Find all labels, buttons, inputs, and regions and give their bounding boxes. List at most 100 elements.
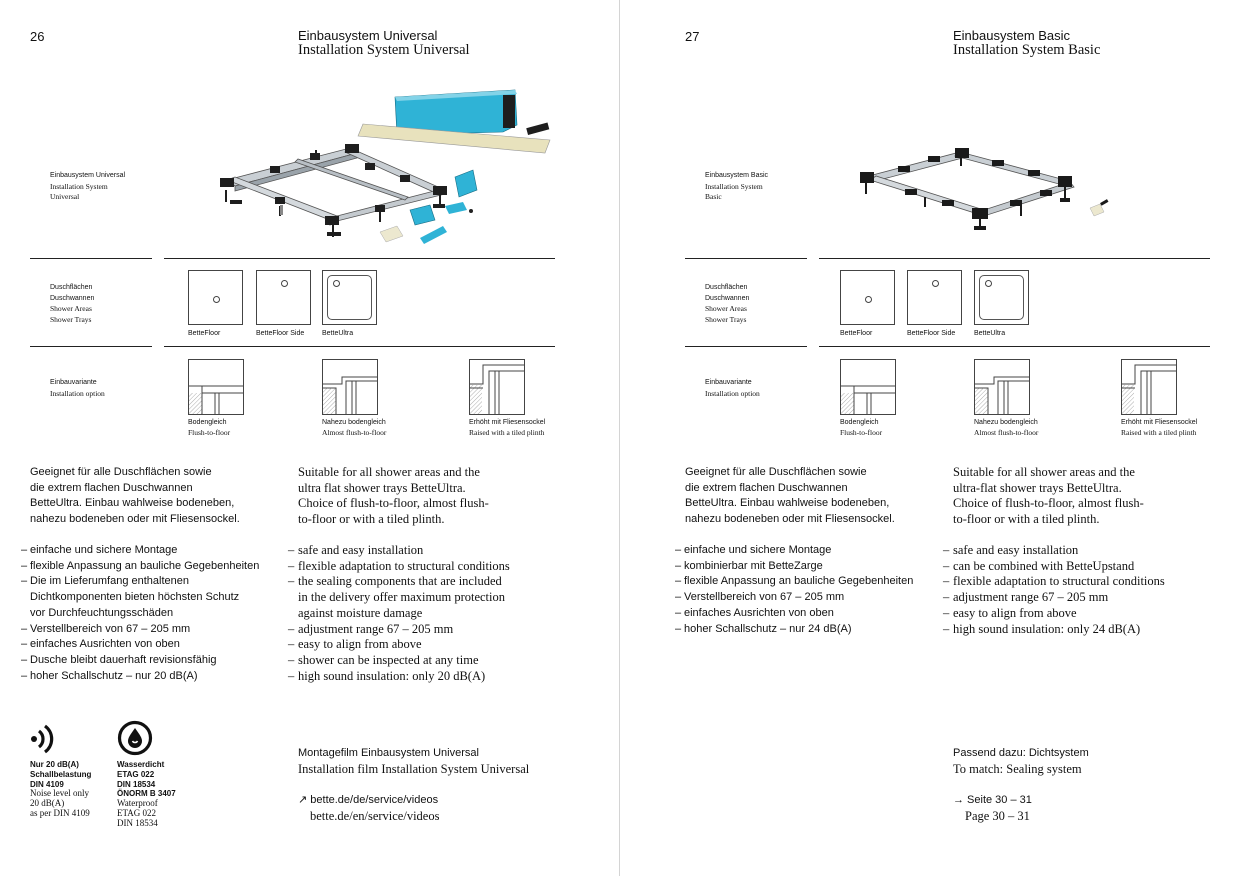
option-caption: Bodengleich Flush-to-floor xyxy=(188,419,231,437)
waterproof-certificate: Wasserdicht ETAG 022 DIN 18534 ÖNORM B 3… xyxy=(117,760,176,828)
tray-label: BetteFloor xyxy=(840,330,873,337)
list-item: einfaches Ausrichten von oben xyxy=(675,606,913,622)
almost-flush-diagram xyxy=(974,359,1030,415)
tray-betteultra xyxy=(974,270,1029,325)
divider xyxy=(164,258,555,259)
list-item: einfache und sichere Montage xyxy=(21,543,259,559)
list-item: adjustment range 67 – 205 mm xyxy=(288,622,510,638)
flush-to-floor-diagram xyxy=(840,359,896,415)
divider xyxy=(819,346,1210,347)
tray-bettefloor-side xyxy=(907,270,962,325)
drain-icon xyxy=(985,280,992,287)
basic-frame-illustration xyxy=(860,148,1109,230)
features-de: einfache und sichere Montage flexible An… xyxy=(21,543,259,685)
list-item: Verstellbereich von 67 – 205 mm xyxy=(675,590,913,606)
list-item: high sound insulation: only 24 dB(A) xyxy=(943,622,1165,638)
page-reference[interactable]: → Seite 30 – 31 Page 30 – 31 xyxy=(953,793,1032,824)
option-caption: Erhöht mit Fliesensockel Raised with a t… xyxy=(1121,419,1198,437)
option-caption: Bodengleich Flush-to-floor xyxy=(840,419,883,437)
tray-label: BetteUltra xyxy=(322,330,354,337)
page-number: 27 xyxy=(685,29,700,44)
drain-icon xyxy=(865,296,872,303)
page-reference-en[interactable]: Page 30 – 31 xyxy=(965,808,1030,823)
tray-bettefloor xyxy=(188,270,243,325)
list-item: kombinierbar mit BetteZarge xyxy=(675,559,913,575)
sound-certificate: Nur 20 dB(A) Schallbelastung DIN 4109 No… xyxy=(30,760,92,818)
universal-frame-illustration xyxy=(220,89,551,244)
drain-icon xyxy=(213,296,220,303)
list-item: Die im Lieferumfang enthaltenenDichtkomp… xyxy=(21,574,259,621)
product-label: Einbausystem Basic Installation System B… xyxy=(705,172,769,201)
intro-de: Geeignet für alle Duschflächen sowie die… xyxy=(685,466,895,526)
page-title: Einbausystem Basic Installation System B… xyxy=(953,28,1100,58)
installation-label: Einbauvariante Installation option xyxy=(50,379,105,398)
sound-waves-icon xyxy=(31,724,54,754)
list-item: flexible Anpassung an bauliche Gegebenhe… xyxy=(21,559,259,575)
shower-trays-label: Duschflächen Duschwannen Shower Areas Sh… xyxy=(50,284,95,324)
waterproof-drop-icon xyxy=(117,720,153,756)
intro-en: Suitable for all shower areas and the ul… xyxy=(298,465,489,527)
divider xyxy=(685,346,807,347)
list-item: einfaches Ausrichten von oben xyxy=(21,637,259,653)
tray-label: BetteFloor Side xyxy=(256,330,305,337)
title-de: Einbausystem Universal xyxy=(298,28,438,43)
page-number: 26 xyxy=(30,29,45,44)
option-caption: Nahezu bodengleich Almost flush-to-floor xyxy=(974,419,1039,437)
tray-label: BetteUltra xyxy=(974,330,1006,337)
list-item: the sealing components that are included… xyxy=(288,574,510,621)
page-gutter xyxy=(619,0,620,876)
divider xyxy=(685,258,807,259)
divider xyxy=(30,258,152,259)
shower-trays-label: Duschflächen Duschwannen Shower Areas Sh… xyxy=(705,284,750,324)
video-link-en[interactable]: bette.de/en/service/videos xyxy=(310,808,440,823)
option-caption: Nahezu bodengleich Almost flush-to-floor xyxy=(322,419,387,437)
tray-bettefloor-side xyxy=(256,270,311,325)
installation-film: Montagefilm Einbausystem Universal Insta… xyxy=(298,747,530,776)
features-en: safe and easy installation flexible adap… xyxy=(288,543,510,685)
list-item: safe and easy installation xyxy=(943,543,1165,559)
intro-de: Geeignet für alle Duschflächen sowie die… xyxy=(30,466,240,526)
list-item: Verstellbereich von 67 – 205 mm xyxy=(21,622,259,638)
option-caption: Erhöht mit Fliesensockel Raised with a t… xyxy=(469,419,546,437)
drain-icon xyxy=(333,280,340,287)
page-reference-de[interactable]: → Seite 30 – 31 xyxy=(953,794,1032,806)
tray-label: BetteFloor Side xyxy=(907,330,956,337)
list-item: easy to align from above xyxy=(943,606,1165,622)
divider xyxy=(819,258,1210,259)
list-item: flexible Anpassung an bauliche Gegebenhe… xyxy=(675,574,913,590)
list-item: flexible adaptation to structural condit… xyxy=(943,574,1165,590)
features-en: safe and easy installation can be combin… xyxy=(943,543,1165,638)
list-item: adjustment range 67 – 205 mm xyxy=(943,590,1165,606)
title-en: Installation System Universal xyxy=(298,42,470,58)
features-de: einfache und sichere Montage kombinierba… xyxy=(675,543,913,637)
list-item: high sound insulation: only 20 dB(A) xyxy=(288,669,510,685)
installation-label: Einbauvariante Installation option xyxy=(705,379,760,398)
raised-plinth-diagram xyxy=(469,359,525,415)
list-item: flexible adaptation to structural condit… xyxy=(288,559,510,575)
drain-icon xyxy=(932,280,939,287)
left-page: 26 Einbausystem Universal Installation S… xyxy=(0,0,620,876)
title-en: Installation System Basic xyxy=(953,42,1101,58)
tray-label: BetteFloor xyxy=(188,330,221,337)
title-de: Einbausystem Basic xyxy=(953,28,1071,43)
divider xyxy=(30,346,152,347)
tray-betteultra xyxy=(322,270,377,325)
list-item: Dusche bleibt dauerhaft revisionsfähig xyxy=(21,653,259,669)
divider xyxy=(164,346,555,347)
list-item: hoher Schallschutz – nur 20 dB(A) xyxy=(21,669,259,685)
raised-plinth-diagram xyxy=(1121,359,1177,415)
video-links[interactable]: ↗ bette.de/de/service/videos bette.de/en… xyxy=(298,793,439,824)
list-item: safe and easy installation xyxy=(288,543,510,559)
list-item: easy to align from above xyxy=(288,637,510,653)
drain-icon xyxy=(281,280,288,287)
list-item: shower can be inspected at any time xyxy=(288,653,510,669)
matching-product: Passend dazu: Dichtsystem To match: Seal… xyxy=(953,747,1089,776)
list-item: einfache und sichere Montage xyxy=(675,543,913,559)
product-label: Einbausystem Universal Installation Syst… xyxy=(50,172,126,201)
video-link-de[interactable]: ↗ bette.de/de/service/videos xyxy=(298,794,439,806)
intro-en: Suitable for all shower areas and the ul… xyxy=(953,465,1144,527)
page-title: Einbausystem Universal Installation Syst… xyxy=(298,28,470,58)
tray-bettefloor xyxy=(840,270,895,325)
right-page: 27 Einbausystem Basic Installation Syste… xyxy=(620,0,1240,876)
flush-to-floor-diagram xyxy=(188,359,244,415)
